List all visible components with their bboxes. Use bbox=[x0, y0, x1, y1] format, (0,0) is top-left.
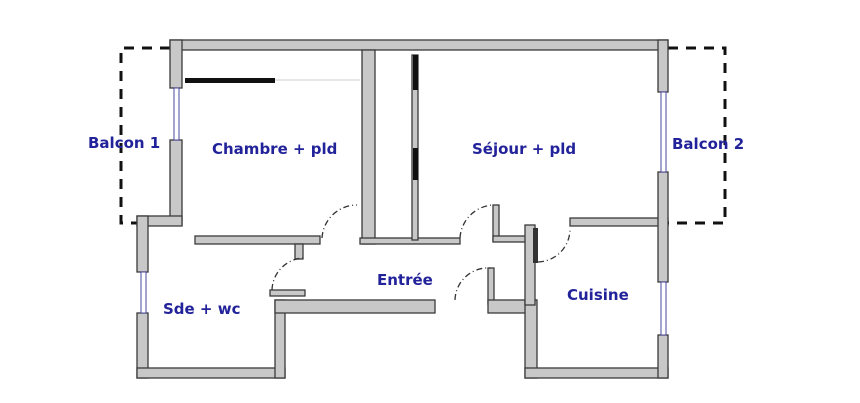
walls bbox=[136, 39, 669, 379]
closet-doors bbox=[185, 55, 538, 263]
doors bbox=[271, 204, 571, 301]
room-label-sde: Sde + wc bbox=[163, 300, 241, 318]
balcony-1-outline bbox=[119, 46, 170, 225]
room-label-balcon-2: Balcon 2 bbox=[672, 135, 745, 153]
room-label-chambre: Chambre + pld bbox=[212, 140, 338, 158]
room-label-sejour: Séjour + pld bbox=[472, 140, 577, 158]
room-label-entree: Entrée bbox=[377, 271, 433, 289]
balcony-2-outline bbox=[668, 46, 727, 225]
windows bbox=[140, 87, 667, 336]
room-label-balcon-1: Balcon 1 bbox=[88, 134, 161, 152]
room-label-cuisine: Cuisine bbox=[567, 286, 629, 304]
